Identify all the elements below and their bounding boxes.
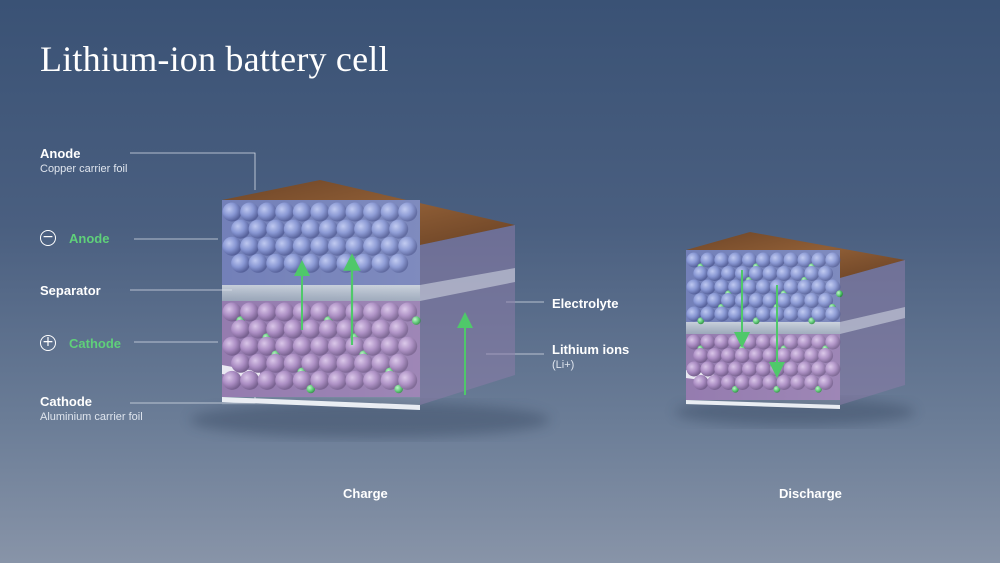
charge-cell [222,180,515,410]
electrolyte-label: Electrolyte [552,296,619,311]
separator-label: Separator [40,283,101,298]
discharge-cell [686,232,905,409]
anode-foil-label: Anode [40,146,81,161]
cathode-foil-sublabel: Aluminium carrier foil [40,411,143,423]
charge-caption: Charge [343,486,388,501]
cathode-foil-label: Cathode [40,394,92,409]
discharge-caption: Discharge [779,486,842,501]
lithium-ions-label: Lithium ions [552,342,630,357]
anode-layer-label: Anode [69,231,110,246]
plus-icon: + [40,335,56,351]
page-title: Lithium-ion battery cell [40,39,389,79]
minus-icon: − [40,230,56,246]
charge-shadow [190,402,550,438]
anode-foil-sublabel: Copper carrier foil [40,163,128,175]
lithium-ions-sublabel: (Li+) [552,359,575,371]
cathode-layer-label: Cathode [69,336,121,351]
